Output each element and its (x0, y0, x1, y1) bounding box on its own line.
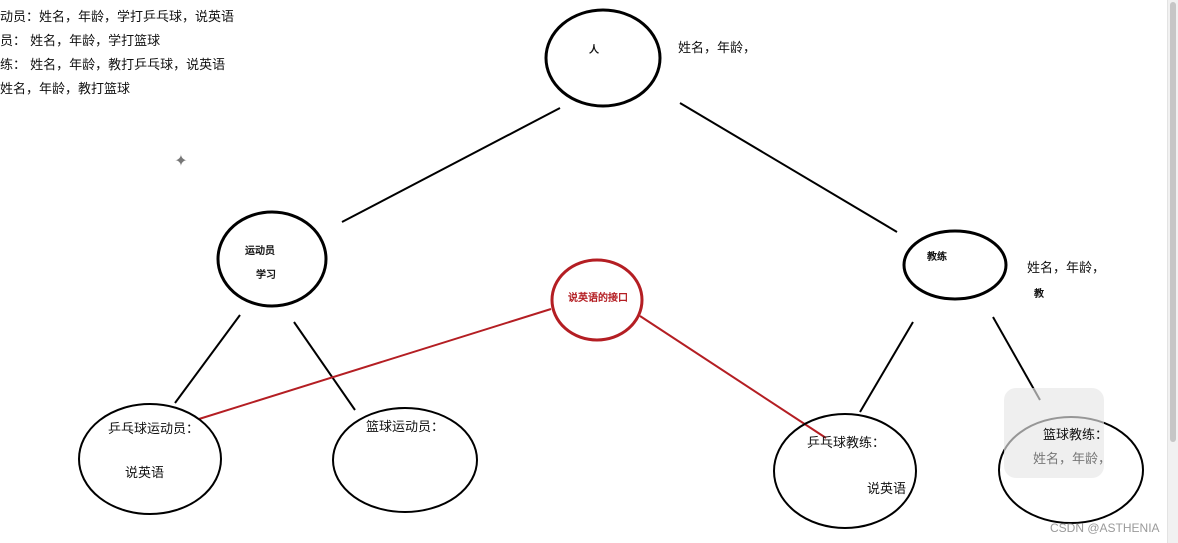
node-pingpong-athlete (78, 403, 222, 515)
node-coach (902, 229, 1008, 301)
note-line: 练： 姓名，年龄，教打乒乓球，说英语 (0, 58, 226, 73)
node-athlete (216, 210, 328, 308)
person-attributes: 姓名，年龄， (678, 41, 757, 56)
note-line: 动员：姓名，年龄，学打乒乓球，说英语 (0, 10, 235, 25)
person-label: 人 (589, 45, 599, 56)
interface-label: 说英语的接口 (568, 293, 628, 304)
edge-person-athlete (341, 107, 561, 223)
basketball-coach-sub: 姓名，年龄， (1033, 452, 1112, 467)
edge-interface-pingpong-coach (639, 315, 827, 439)
floating-widget[interactable] (1004, 388, 1104, 478)
node-interface (550, 258, 644, 342)
coach-label: 教练 (927, 252, 947, 263)
edge-coach-basketball (992, 316, 1041, 401)
coach-sub: 教 (1034, 289, 1044, 300)
note-line: 员： 姓名，年龄，学打篮球 (0, 34, 161, 49)
pingpong-athlete-label: 乒乓球运动员： (108, 422, 200, 437)
cursor-sparkle-icon: ✦ (174, 151, 188, 170)
athlete-sub: 学习 (256, 270, 276, 281)
note-line: 姓名，年龄，教打篮球 (0, 82, 131, 97)
node-pingpong-coach (773, 413, 917, 529)
edge-person-coach (679, 102, 898, 233)
edge-athlete-basketball (293, 321, 356, 411)
pingpong-coach-label: 乒乓球教练： (807, 436, 886, 451)
coach-attributes: 姓名，年龄， (1027, 261, 1106, 276)
edge-coach-pingpong (859, 321, 914, 413)
node-person (544, 8, 662, 108)
basketball-athlete-label: 篮球运动员： (366, 420, 445, 435)
basketball-coach-label: 篮球教练： (1043, 428, 1109, 443)
notes-panel: 动员：姓名，年龄，学打乒乓球，说英语 员： 姓名，年龄，学打篮球 练： 姓名，年… (0, 6, 234, 102)
node-basketball-athlete (332, 407, 478, 513)
edge-athlete-pingpong (174, 314, 241, 404)
pingpong-coach-sub: 说英语 (867, 482, 907, 497)
scrollbar-thumb[interactable] (1170, 2, 1176, 442)
watermark: CSDN @ASTHENIA (1050, 521, 1160, 535)
pingpong-athlete-sub: 说英语 (125, 466, 165, 481)
athlete-label: 运动员 (245, 246, 275, 257)
edge-interface-pingpong-athlete (198, 308, 552, 420)
vertical-scrollbar[interactable] (1167, 0, 1178, 543)
